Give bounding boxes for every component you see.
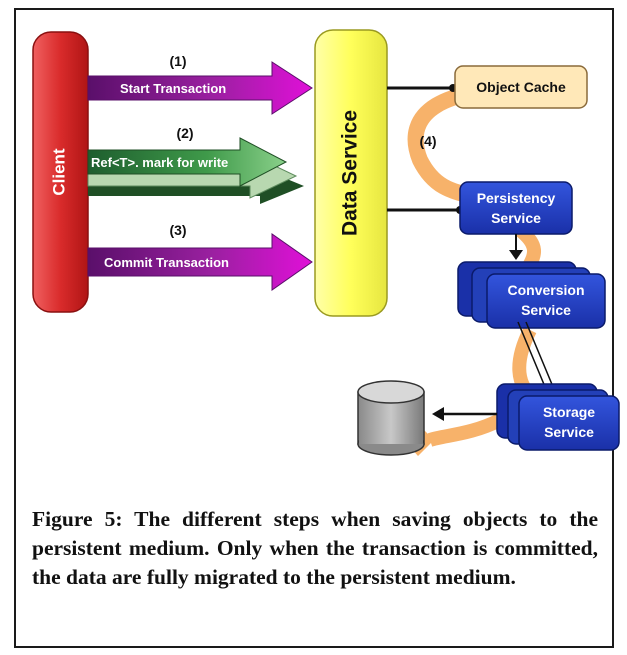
mark-for-write-label: Ref<T>. mark for write (91, 155, 228, 170)
commit-transaction-arrow (87, 233, 313, 291)
object-cache-label: Object Cache (476, 79, 566, 95)
conversion-service-box (486, 273, 606, 329)
mark-for-write-arrow (87, 137, 288, 187)
step-4-number: (4) (419, 133, 436, 149)
start-transaction-arrow (87, 61, 313, 115)
database-cylinder-icon (357, 380, 425, 456)
step-3-number: (3) (169, 222, 186, 238)
step-1-number: (1) (169, 53, 186, 69)
figure-caption: Figure 5: The different steps when savin… (32, 507, 598, 589)
storage-to-database-arrowhead (432, 407, 444, 421)
commit-transaction-label: Commit Transaction (104, 255, 229, 270)
storage-service-line1: Storage (543, 404, 595, 420)
flow-path-storage-to-db (427, 413, 504, 447)
step-2-number: (2) (176, 125, 193, 141)
storage-service-box (518, 395, 620, 451)
client-label: Client (49, 148, 68, 196)
data-service-label: Data Service (339, 110, 362, 236)
conversion-storage-connector-a (517, 321, 549, 395)
data-service-box (314, 29, 388, 317)
persistency-service-line1: Persistency (477, 190, 556, 206)
object-cache-box (454, 65, 588, 109)
persistency-service-line2: Service (491, 210, 541, 226)
conversion-storage-connector-b (525, 321, 557, 395)
persistency-to-conversion-arrowhead (509, 250, 523, 260)
conversion-service-line2: Service (521, 302, 571, 318)
start-transaction-label: Start Transaction (120, 81, 226, 96)
storage-service-line2: Service (544, 424, 594, 440)
conversion-service-line1: Conversion (507, 282, 584, 298)
